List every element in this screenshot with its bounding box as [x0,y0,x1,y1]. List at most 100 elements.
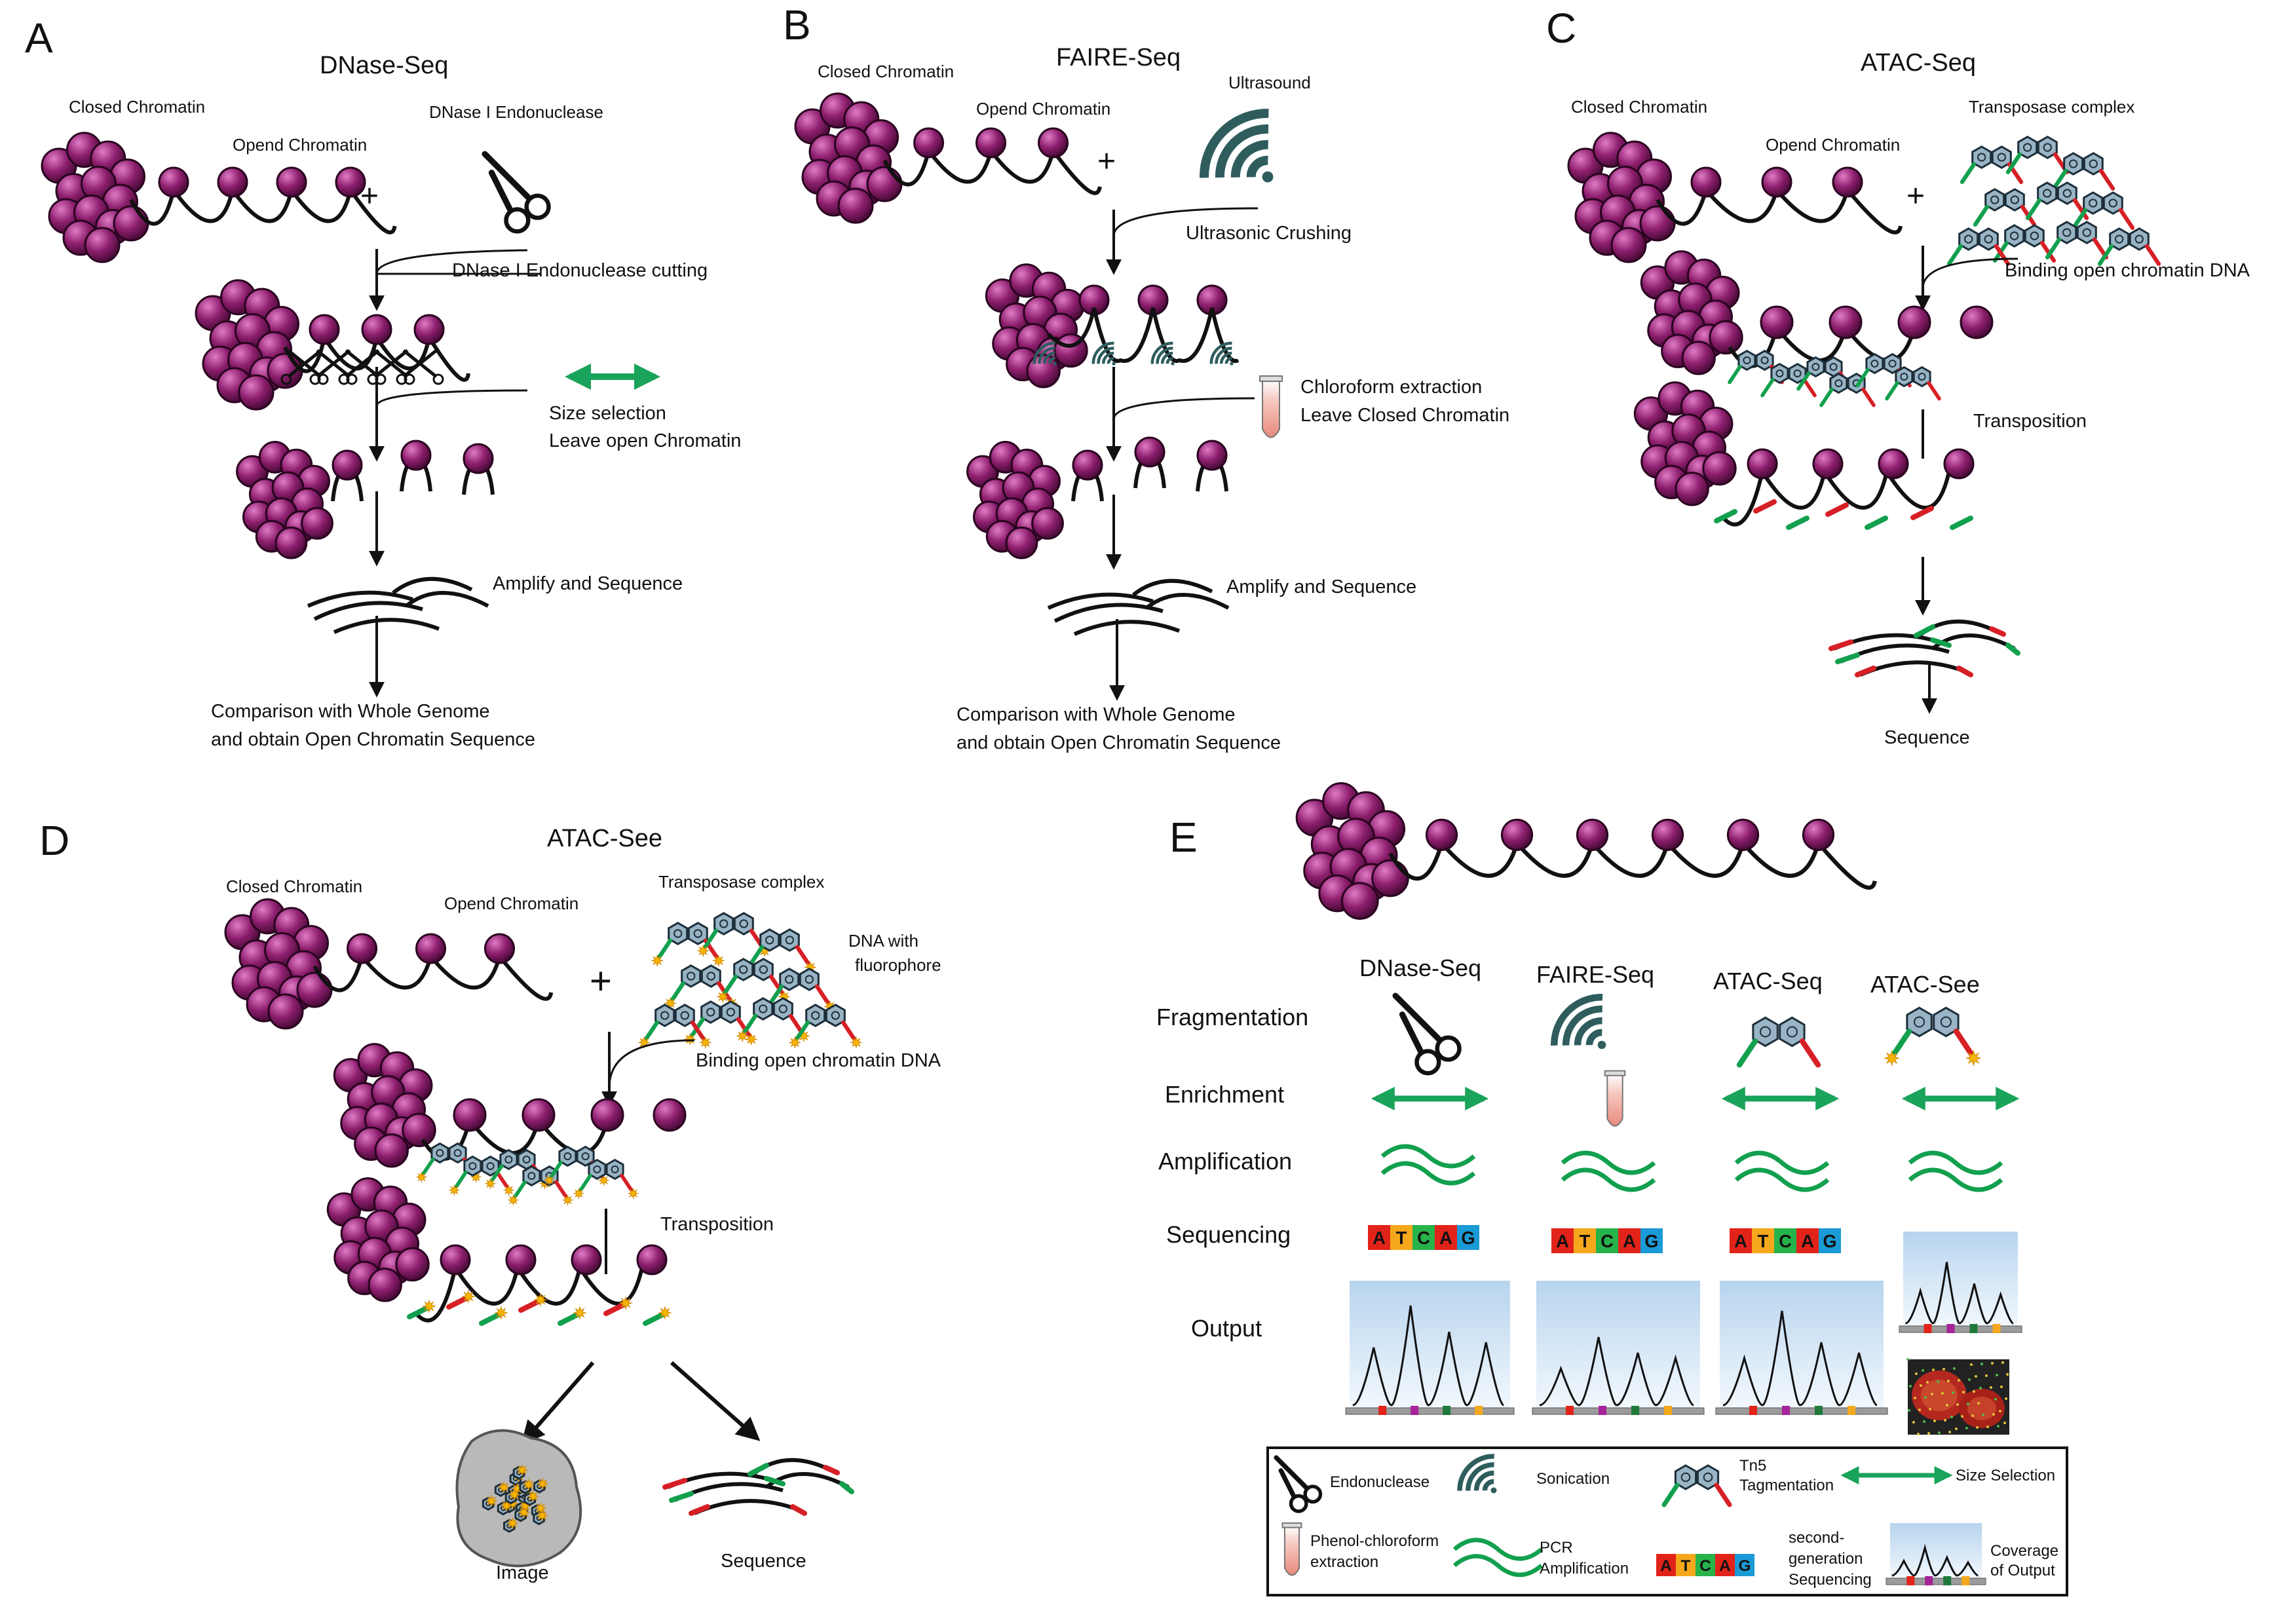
pcr-amplification-icon [1380,1144,1476,1186]
step-label: Amplify and Sequence [493,573,683,594]
open-nucleosome [1071,449,1104,502]
sequence-letter: G [1738,1557,1751,1575]
output-label: Image [496,1562,549,1583]
cell-image [455,1429,582,1568]
panel-e: E DNase-Seq FAIRE-Seq ATAC-Seq ATAC-See … [1156,782,2068,1596]
tube-icon [1259,375,1283,438]
sequence-letter: T [1758,1231,1769,1251]
reagent-label: Transposase complex [1969,97,2134,117]
legend-label: Endonuclease [1330,1473,1430,1491]
step-label: Leave open Chromatin [549,430,741,451]
coverage-plot [1715,1281,1888,1415]
ultrasound-icon [1457,1454,1497,1494]
chromatin-fiber [1295,782,1877,920]
sequence-letter: T [1580,1231,1591,1251]
closed-chromatin-label: Closed Chromatin [818,62,954,81]
pcr-amplification-icon [1908,1150,2003,1192]
sheared-chromatin [1033,284,1240,366]
chromatin-fiber [1567,132,1903,263]
plus-sign: + [1906,179,1925,214]
legend-label: Amplification [1540,1560,1629,1577]
open-chromatin-label: Opend Chromatin [976,99,1110,119]
reagent-label: Ultrasound [1228,73,1311,92]
closed-chromatin-cluster [985,263,1088,388]
row-label: Output [1191,1315,1262,1342]
sequence-letter: C [1601,1231,1614,1251]
step-label: Binding open chromatin DNA [2005,260,2250,281]
column-header: FAIRE-Seq [1536,961,1654,988]
flow-arrow [670,1361,761,1441]
sequence-letter: A [1801,1231,1814,1251]
column-header: ATAC-See [1870,971,1980,998]
sequence-letter: A [1556,1231,1569,1251]
chromatin-fiber [794,92,1102,224]
legend-label: generation [1789,1550,1863,1568]
step-label: DNase I Endonuclease cutting [452,260,708,281]
legend-label: Size Selection [1956,1467,2055,1484]
tn5-icon [1736,1016,1821,1068]
sequence-letter: A [1734,1231,1747,1251]
panel-title: ATAC-Seq [1861,49,1976,77]
legend-label: Coverage [1990,1542,2058,1560]
row-label: Fragmentation [1156,1004,1308,1030]
closed-chromatin-cluster [236,441,333,559]
tn5-icon [1661,1464,1732,1507]
step-label: Transposition [660,1214,774,1235]
panel-letter: E [1169,814,1198,861]
sequencing-reads [307,576,489,634]
open-chromatin-label: Opend Chromatin [1766,135,1900,155]
reagent-label: Transposase complex [658,872,824,892]
row-label: Sequencing [1166,1221,1291,1248]
panel-letter: C [1546,5,1576,52]
panel-c: C ATAC-Seq Closed Chromatin Opend Chroma… [1546,5,2250,748]
ultrasound-icon [1200,109,1274,183]
output-label: Comparison with Whole Genome [957,704,1236,725]
open-nucleosome [400,440,432,492]
closed-chromatin-label: Closed Chromatin [1571,97,1707,117]
fluorescence-image [1906,1358,2009,1435]
panel-title: FAIRE-Seq [1056,44,1181,71]
pcr-amplification-icon [1734,1150,1830,1192]
open-chromatin-label: Opend Chromatin [233,135,367,155]
coverage-plot [1886,1523,1986,1585]
panel-d: D ATAC-See Closed Chromatin Opend Chroma… [39,817,941,1583]
pcr-amplification-icon [1561,1150,1656,1192]
sequencing-reads [662,1458,854,1516]
reagent-label: fluorophore [855,955,941,975]
flow-arrow [521,1361,595,1445]
open-chromatin-label: Opend Chromatin [444,894,578,913]
legend-label: Sequencing [1789,1571,1872,1589]
sequence-letter: C [1417,1228,1430,1248]
closed-chromatin-label: Closed Chromatin [69,97,205,117]
open-nucleosome [1133,436,1166,489]
plus-sign: + [360,179,379,214]
output-label: and obtain Open Chromatin Sequence [211,729,535,750]
sequence-letter: C [1699,1557,1711,1575]
step-label: Leave Closed Chromatin [1300,405,1509,426]
panel-letter: D [39,817,69,864]
sequencing-reads [1829,619,2020,677]
sequence-letter: C [1779,1231,1792,1251]
closed-chromatin-cluster [966,441,1064,559]
step-label: Chloroform extraction [1300,377,1482,398]
open-nucleosome [1196,440,1228,492]
step-label: Transposition [1973,411,2087,432]
tn5-icon [1884,1006,1982,1067]
output-label: Sequence [721,1551,806,1572]
step-label: Amplify and Sequence [1226,576,1416,597]
pcr-amplification-icon [1452,1538,1544,1577]
tube-icon [1281,1522,1302,1576]
sequence-letter: G [1823,1231,1836,1251]
tube-icon [1604,1070,1626,1127]
legend-label: Tagmentation [1739,1477,1834,1494]
reagent-label: DNase I Endonuclease [429,102,603,122]
row-label: Enrichment [1165,1081,1284,1108]
legend-label: Tn5 [1739,1457,1766,1475]
column-header: DNase-Seq [1359,954,1481,981]
coverage-plot [1532,1281,1705,1415]
plus-sign: + [1097,144,1116,179]
